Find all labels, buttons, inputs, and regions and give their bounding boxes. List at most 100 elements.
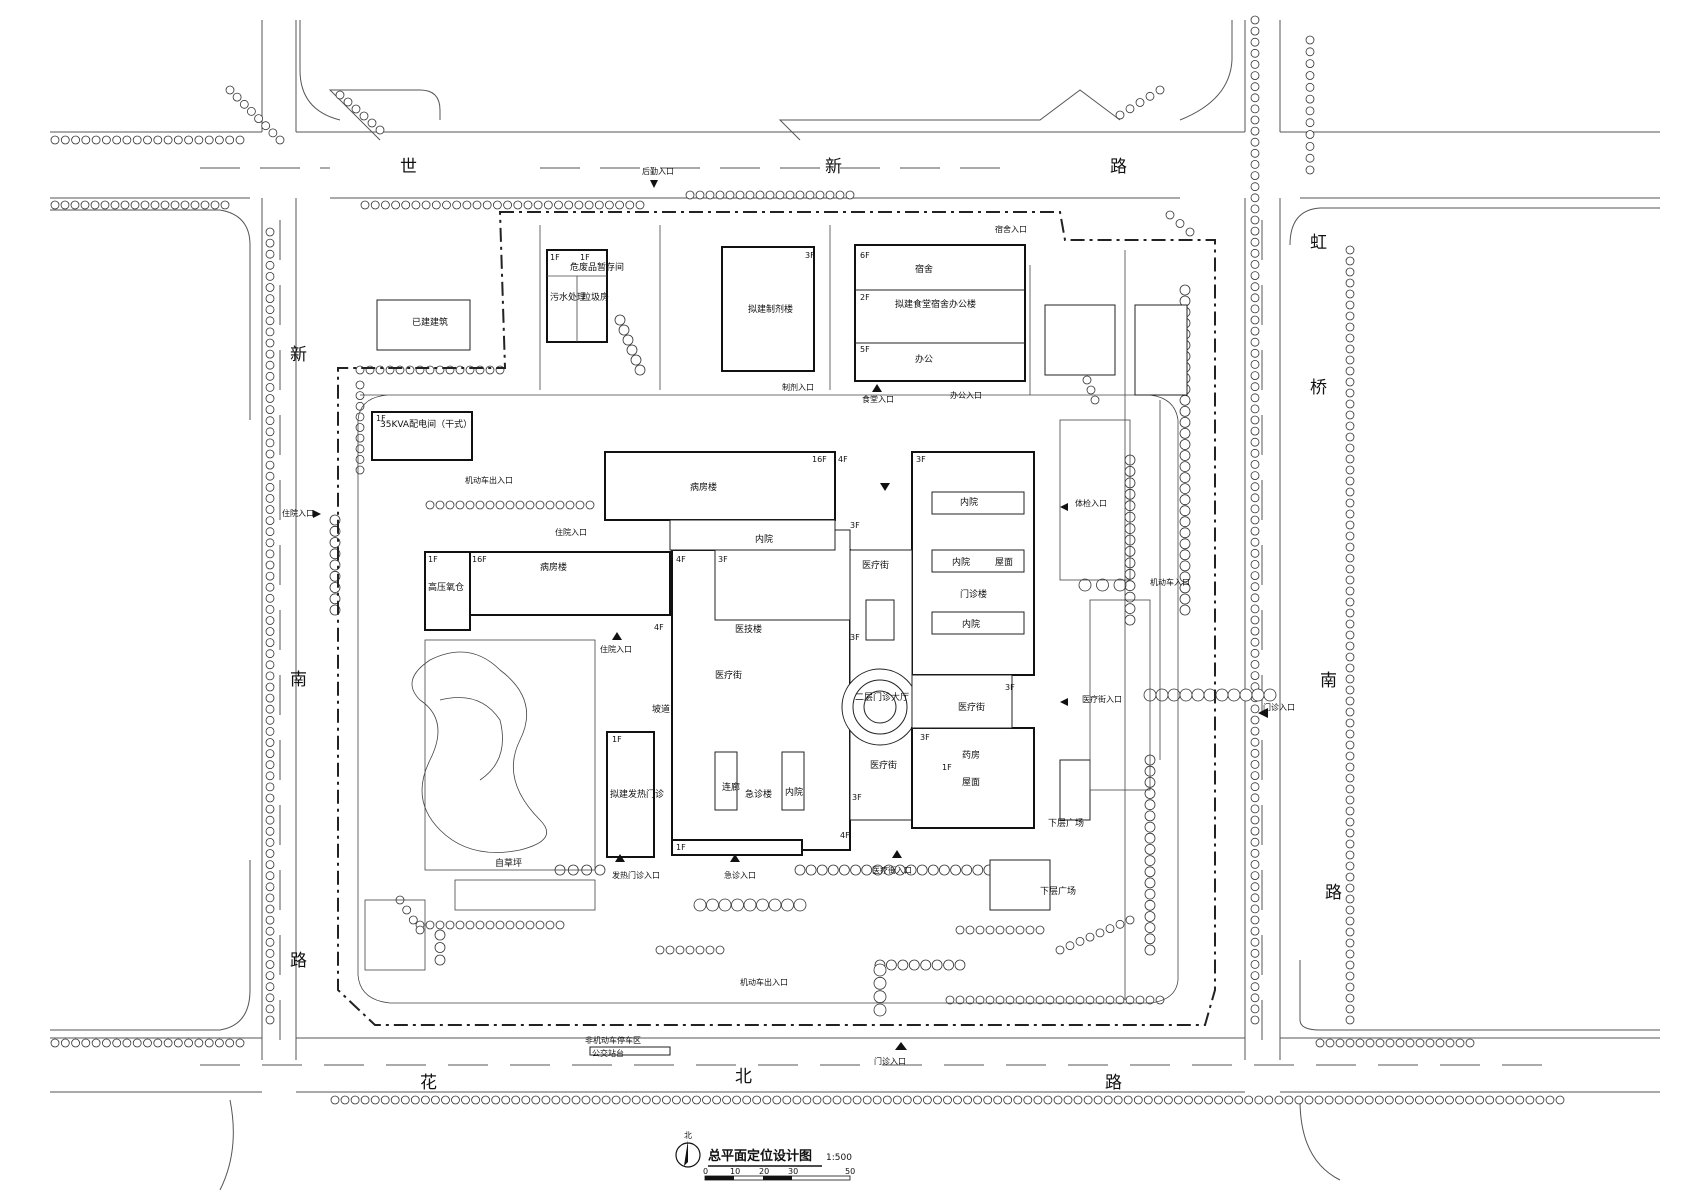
tree-icon [827,864,839,876]
sunken-plaza [989,859,1051,911]
tree-icon [1345,586,1355,596]
tree-icon [1405,1038,1415,1048]
tree-icon [153,1038,163,1048]
tree-icon [491,1095,501,1105]
internal-road [357,394,1179,1004]
tree-icon [1135,98,1145,107]
label-canteen-entrance: 食堂入口 [862,394,894,404]
tree-icon [1345,674,1355,684]
tree-icon [1103,1095,1113,1105]
tree-icon [1144,877,1156,889]
tree-icon [214,135,224,145]
tree-icon [1003,1095,1013,1105]
tree-icon [485,500,495,510]
tree-icon [71,1038,80,1048]
tree-icon [1250,748,1260,758]
tree-icon [1250,593,1260,603]
tree-icon [882,1095,892,1105]
tree-icon [1345,487,1355,497]
tree-icon [1155,995,1165,1005]
label-medstreet-1: 医疗街 [862,559,889,571]
tree-icon [420,1095,430,1105]
tree-icon [1250,860,1260,869]
tree-icon [1345,454,1355,464]
tree-icon [594,200,604,210]
tree-icon [1345,509,1355,519]
tree-icon [1179,582,1191,594]
tree-icon [1250,993,1260,1003]
tree-icon [1025,925,1035,935]
tree-icon [832,1095,842,1105]
tree-icon [1250,426,1260,436]
emergency-building [671,839,803,856]
tree-icon [1250,582,1260,592]
tree-icon [472,200,482,210]
label-vehicle-right: 机动车入口 [1150,577,1190,587]
arrow-outpatient-south [895,1042,907,1050]
tree-icon [1345,960,1355,970]
tree-icon [465,920,475,930]
tree-icon [1250,193,1260,203]
tree-icon [330,1095,340,1105]
bus-shelter [589,1046,671,1056]
floor-3f-e: 3F [1005,683,1015,692]
tree-icon [265,460,275,470]
tree-icon [1250,37,1260,47]
tree-icon [852,1095,862,1105]
tree-icon [492,200,502,210]
tree-icon [862,1095,872,1105]
road-network [50,20,1660,1191]
tree-icon [265,294,275,304]
tree-icon [892,1095,902,1105]
tree-icon [1204,1095,1213,1105]
label-boiler: 垃圾房 [582,291,609,303]
tree-icon [521,1095,531,1105]
label-medstreet-4: 医疗街 [870,759,897,771]
label-medstreet-right: 医疗街入口 [1082,694,1122,704]
tree-icon [1144,810,1156,822]
tree-icon [886,959,897,971]
tree-icon [1485,1095,1495,1105]
tree-icon [1105,995,1115,1005]
tree-icon [1250,415,1260,425]
tree-icon [265,249,275,259]
tree-icon [265,715,275,725]
tree-icon [1345,432,1355,442]
tree-icon [1179,538,1191,550]
tree-icon [102,1038,111,1048]
tree-icon [265,316,275,326]
tree-icon [695,945,705,955]
tree-icon [1179,494,1191,506]
tree-icon [985,995,995,1005]
road-label-left-2: 南 [290,670,307,690]
tree-icon [933,1095,942,1105]
tree-icon [451,1095,460,1105]
tree-icon [445,920,455,930]
tree-icon [1250,348,1260,358]
tree-icon [265,382,275,392]
label-emergency: 急诊楼 [745,788,772,800]
tree-icon [265,771,275,781]
tree-icon [515,920,525,930]
tree-icon [1043,1095,1053,1105]
tree-icon [265,704,275,714]
tree-icon [200,200,210,210]
arrow-medstreet-right [1060,698,1068,706]
tree-icon [1515,1095,1525,1105]
basketball-court [1134,304,1188,396]
tree-icon [1305,71,1315,80]
tree-icon [1345,740,1355,750]
tree-icon [1305,82,1315,92]
tree-icon [122,135,132,145]
tree-icon [1144,844,1156,855]
tree-icon [752,1095,762,1105]
tree-icon [268,128,278,138]
tree-icon [873,990,887,1004]
tree-icon [1154,1095,1163,1105]
tree-icon [1305,35,1315,45]
tree-icon [1345,949,1355,959]
tree-icon [1535,1095,1545,1105]
tree-icon [1305,106,1315,116]
tree-icon [571,1095,581,1105]
tree-icon [1415,1095,1424,1105]
